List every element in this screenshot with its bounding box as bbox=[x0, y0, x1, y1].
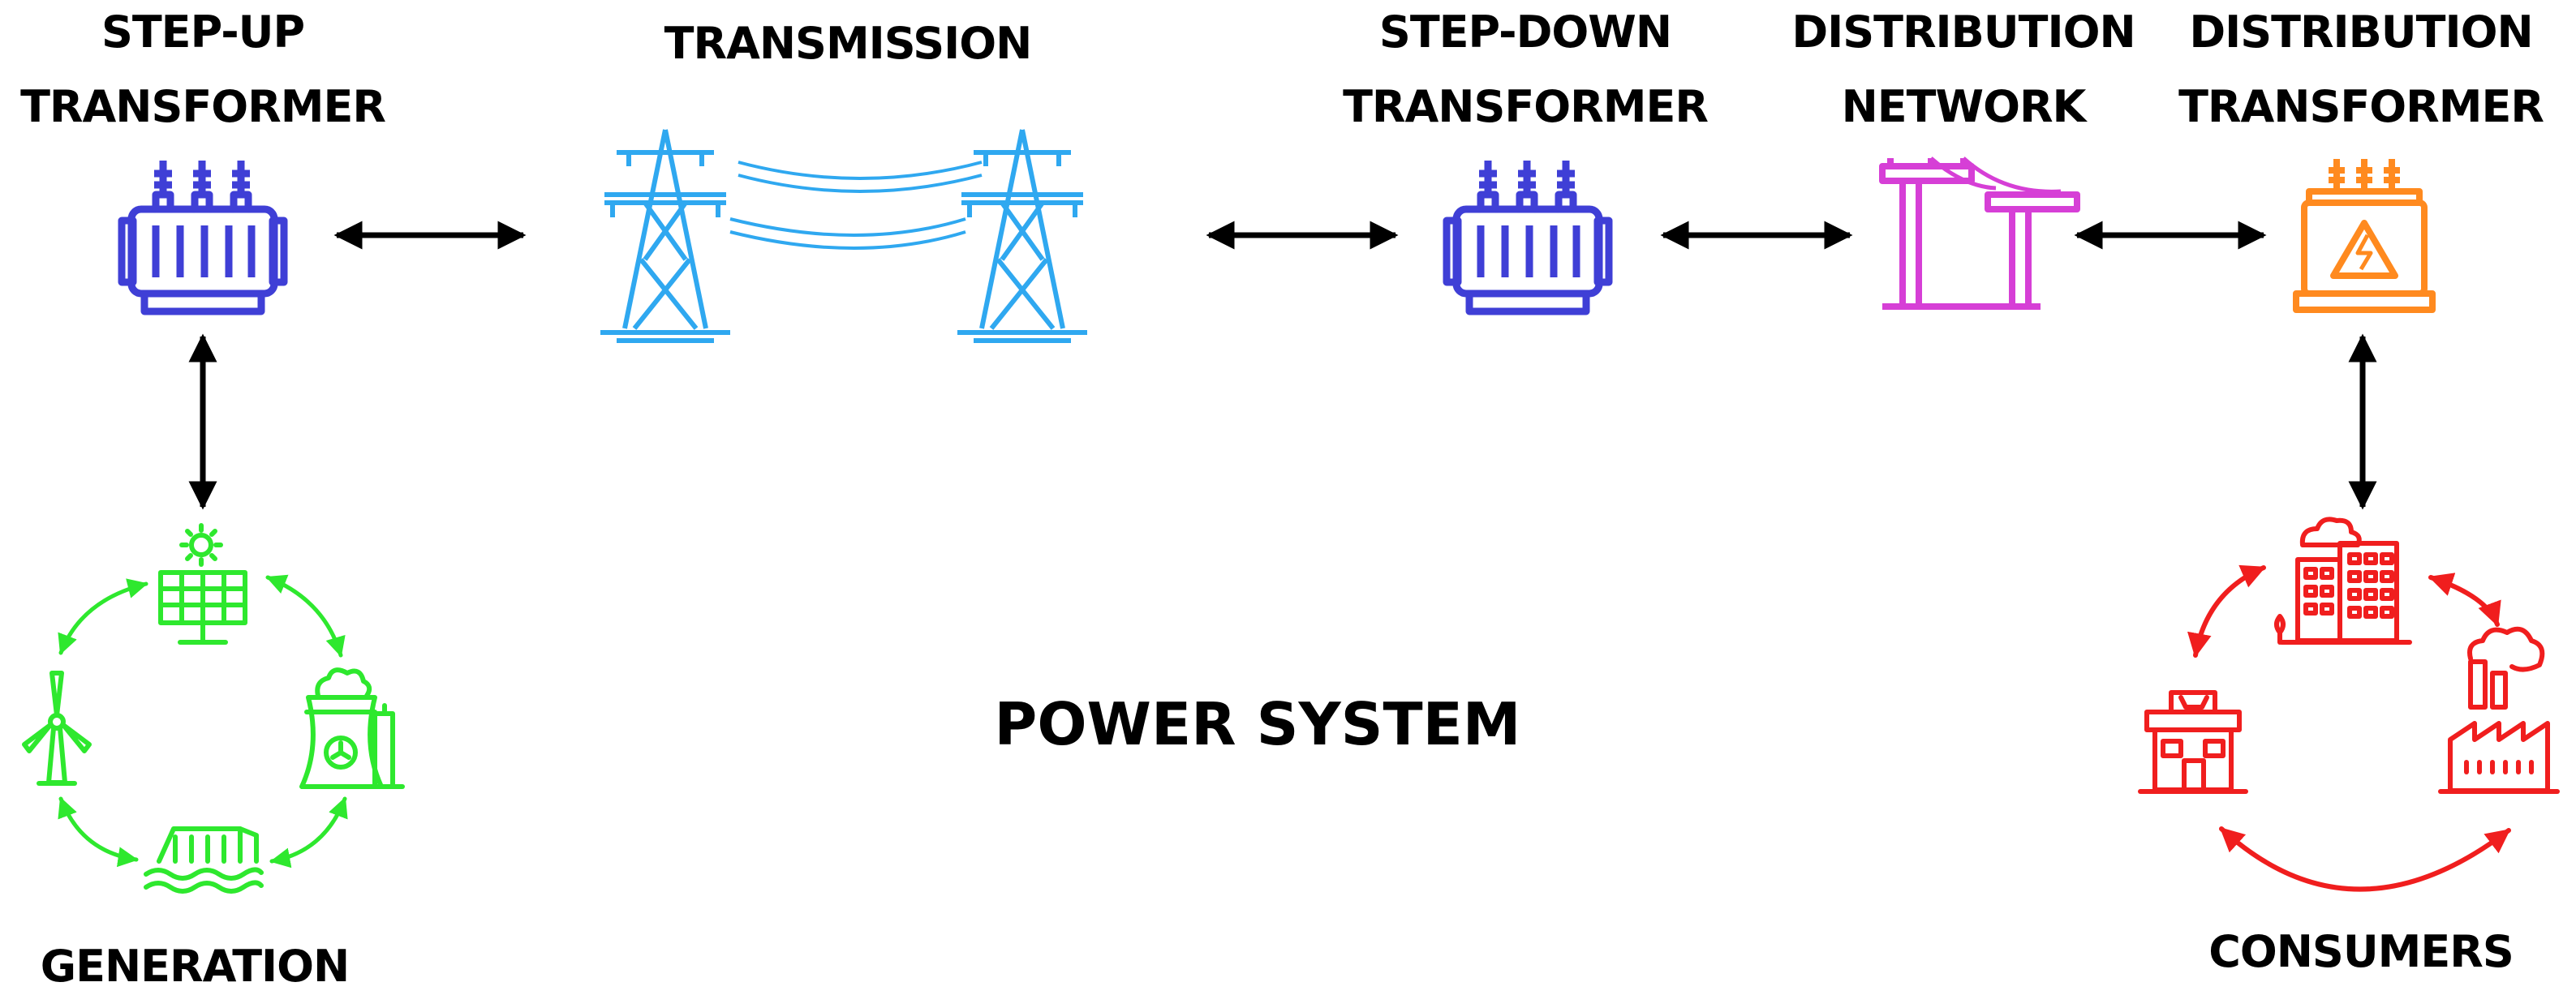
high-voltage-transformer-icon bbox=[2293, 159, 2436, 313]
diagram-title: POWER SYSTEM bbox=[994, 690, 1521, 758]
office-building-icon bbox=[2274, 517, 2412, 645]
step-up-transformer-icon bbox=[118, 161, 288, 315]
consumers-label: CONSUMERS bbox=[2174, 915, 2548, 989]
transmission-label: TRANSMISSION bbox=[649, 6, 1047, 81]
transmission-tower-icon bbox=[600, 129, 1087, 343]
step-down-transformer-label: STEP-DOWN TRANSFORMER bbox=[1339, 0, 1712, 144]
generation-label: GENERATION bbox=[24, 929, 365, 1004]
step-up-line2: TRANSFORMER bbox=[20, 81, 386, 132]
nuclear-plant-icon bbox=[299, 667, 405, 789]
wind-turbine-icon bbox=[22, 671, 92, 786]
step-down-line1: STEP-DOWN bbox=[1378, 6, 1672, 58]
distribution-network-label: DISTRIBUTION NETWORK bbox=[1777, 0, 2150, 144]
distribution-network-line1: DISTRIBUTION bbox=[1791, 6, 2135, 58]
consumers-cluster bbox=[2138, 517, 2560, 892]
step-up-line1: STEP-UP bbox=[101, 6, 305, 58]
utility-pole-icon bbox=[1879, 157, 2080, 310]
generation-cluster bbox=[22, 523, 405, 894]
distribution-transformer-line2: TRANSFORMER bbox=[2178, 81, 2544, 132]
generation-line1: GENERATION bbox=[40, 941, 350, 992]
shop-icon bbox=[2138, 690, 2248, 794]
step-down-line2: TRANSFORMER bbox=[1343, 81, 1709, 132]
consumers-line1: CONSUMERS bbox=[2208, 926, 2514, 977]
hydro-dam-icon bbox=[144, 826, 264, 894]
solar-panel-icon bbox=[158, 570, 247, 645]
transmission-line1: TRANSMISSION bbox=[664, 18, 1033, 69]
distribution-transformer-line1: DISTRIBUTION bbox=[2189, 6, 2533, 58]
step-up-transformer-label: STEP-UP TRANSFORMER bbox=[16, 0, 389, 144]
distribution-network-line2: NETWORK bbox=[1841, 81, 2087, 132]
sun-icon bbox=[179, 523, 223, 567]
factory-icon bbox=[2438, 626, 2560, 794]
distribution-transformer-label: DISTRIBUTION TRANSFORMER bbox=[2174, 0, 2548, 144]
step-down-transformer-icon bbox=[1443, 161, 1613, 315]
